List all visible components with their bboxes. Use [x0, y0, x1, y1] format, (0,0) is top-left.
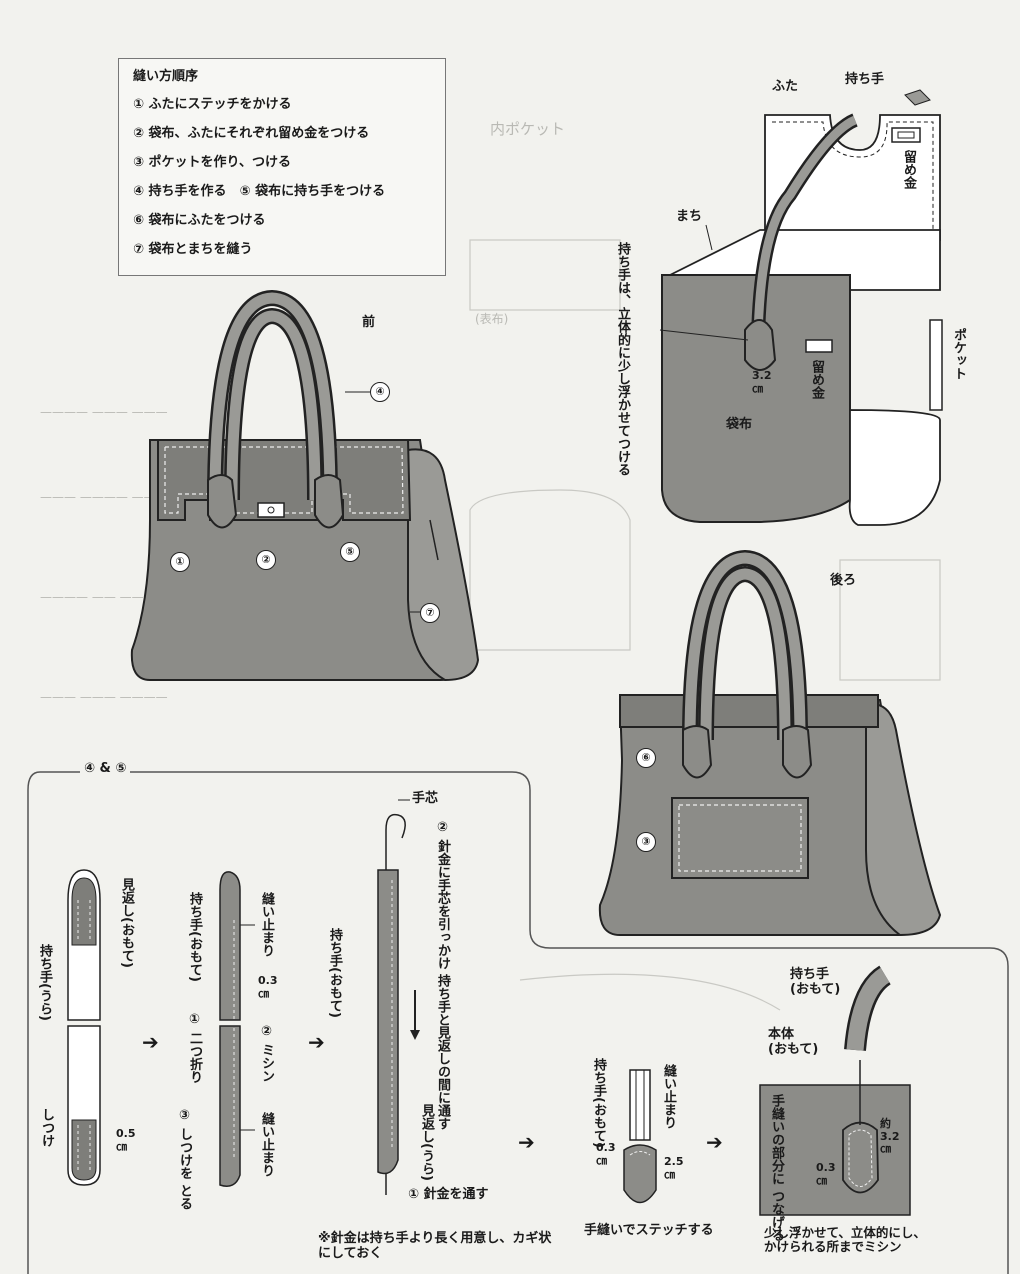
strap-diagram-1	[67, 869, 101, 1186]
label-mochite-ura: 持ち手(うら)	[36, 944, 52, 1021]
step-item: ⑦ 袋布とまちを縫う	[133, 242, 253, 257]
step-item: ⑥ 袋布にふたをつける	[133, 213, 266, 228]
back-title: 後ろ	[830, 573, 857, 588]
back-bag	[598, 549, 942, 937]
step-wire-hook: ② 針金に手芯を引っかけ 持ち手と見返しの間に通す	[434, 820, 450, 1131]
front-title: 前	[362, 315, 376, 330]
label-pocket: ポケット	[950, 328, 966, 380]
sewing-order-title: 縫い方順序	[133, 69, 199, 84]
note-tenui-tsunageru: 手縫いの部分に つなげる	[768, 1094, 784, 1242]
strap-diagram-2	[219, 871, 255, 1187]
marker-7: ⑦	[420, 603, 440, 623]
label-teshin: 手芯	[412, 791, 439, 806]
label-mochite-omote-4: 持ち手(おもて)	[590, 1058, 606, 1148]
note-handle-float: 持ち手は、立体的に少し浮かせてつける	[614, 242, 630, 476]
measure-0-3: 0.3 ㎝	[258, 974, 278, 1000]
strap-diagram-5	[759, 965, 911, 1216]
label-hontai-omote: 本体 (おもて)	[768, 1027, 819, 1057]
step-futatsuori: ① 二つ折り	[186, 1012, 202, 1084]
marker-6: ⑥	[636, 748, 656, 768]
step-harigane: ① 針金を通す	[408, 1187, 489, 1202]
label-mochite: 持ち手	[845, 72, 885, 87]
label-machi: まち	[676, 209, 703, 224]
section-title: ④ & ⑤	[80, 761, 131, 777]
arrow-right-icon: ➔	[308, 1030, 325, 1054]
measure-2-5: 2.5 ㎝	[664, 1155, 684, 1181]
measure-3-2: 3.2 ㎝	[752, 369, 772, 395]
label-mochite-omote-3: 持ち手(おもて)	[326, 928, 342, 1018]
note-wire: ※針金は持ち手より長く用意し、カギ状にしておく	[318, 1231, 552, 1261]
label-nuidomari-4: 縫い止まり	[660, 1064, 676, 1129]
marker-1: ①	[170, 552, 190, 572]
strap-diagram-3	[377, 799, 420, 1195]
label-tomegane-center: 留め金	[808, 360, 824, 399]
front-bag	[130, 289, 480, 682]
label-nuidomari-bottom: 縫い止まり	[258, 1112, 274, 1177]
label-nuidomari-top: 縫い止まり	[258, 892, 274, 957]
measure-0-5: 0.5 ㎝	[116, 1127, 136, 1153]
sewing-order-box: 縫い方順序 ① ふたにステッチをかける ② 袋布、ふたにそれぞれ留め金をつける …	[118, 58, 446, 276]
step-item: ④ 持ち手を作る ⑤ 袋布に持ち手をつける	[133, 184, 386, 199]
label-mikaeshi-omote: 見返し(おもて)	[118, 878, 134, 968]
background-pattern-ghost	[469, 239, 941, 1011]
label-mikaeshi-ura: 見返し(うら)	[418, 1104, 434, 1181]
label-shitsuke: しつけ	[38, 1108, 54, 1147]
step-item: ① ふたにステッチをかける	[133, 97, 292, 112]
label-mochite-omote: 持ち手(おもて)	[186, 892, 202, 982]
label-mochite-omote-5: 持ち手 (おもて)	[790, 967, 841, 997]
arrow-right-icon: ➔	[142, 1030, 159, 1054]
strap-diagram-4	[623, 1069, 657, 1204]
step-shitsuke-toru: ③ しつけを とる	[176, 1108, 192, 1211]
arrow-right-icon: ➔	[518, 1130, 535, 1154]
label-fukuro: 袋布	[726, 417, 753, 432]
step-item: ③ ポケットを作り、つける	[133, 155, 292, 170]
arrow-right-icon: ➔	[706, 1130, 723, 1154]
measure-yaku-3-2: 約 3.2 ㎝	[880, 1117, 900, 1156]
step-mishin: ② ミシン	[258, 1024, 274, 1083]
marker-3: ③	[636, 832, 656, 852]
caption-machine-sew: 少し浮かせて、立体的にし、 かけられる所までミシン	[764, 1225, 926, 1255]
step-item: ② 袋布、ふたにそれぞれ留め金をつける	[133, 126, 370, 141]
caption-hand-stitch: 手縫いでステッチする	[584, 1223, 714, 1238]
exploded-diagram	[659, 89, 943, 526]
label-futa: ふた	[772, 79, 799, 94]
measure-0-3-d5: 0.3 ㎝	[816, 1161, 836, 1187]
section-frame	[27, 771, 1009, 1274]
marker-2: ②	[256, 550, 276, 570]
marker-5: ⑤	[340, 542, 360, 562]
label-tomegane-right: 留め金	[900, 150, 916, 189]
marker-4: ④	[370, 382, 390, 402]
measure-0-3-d4: 0.3 ㎝	[596, 1141, 616, 1167]
